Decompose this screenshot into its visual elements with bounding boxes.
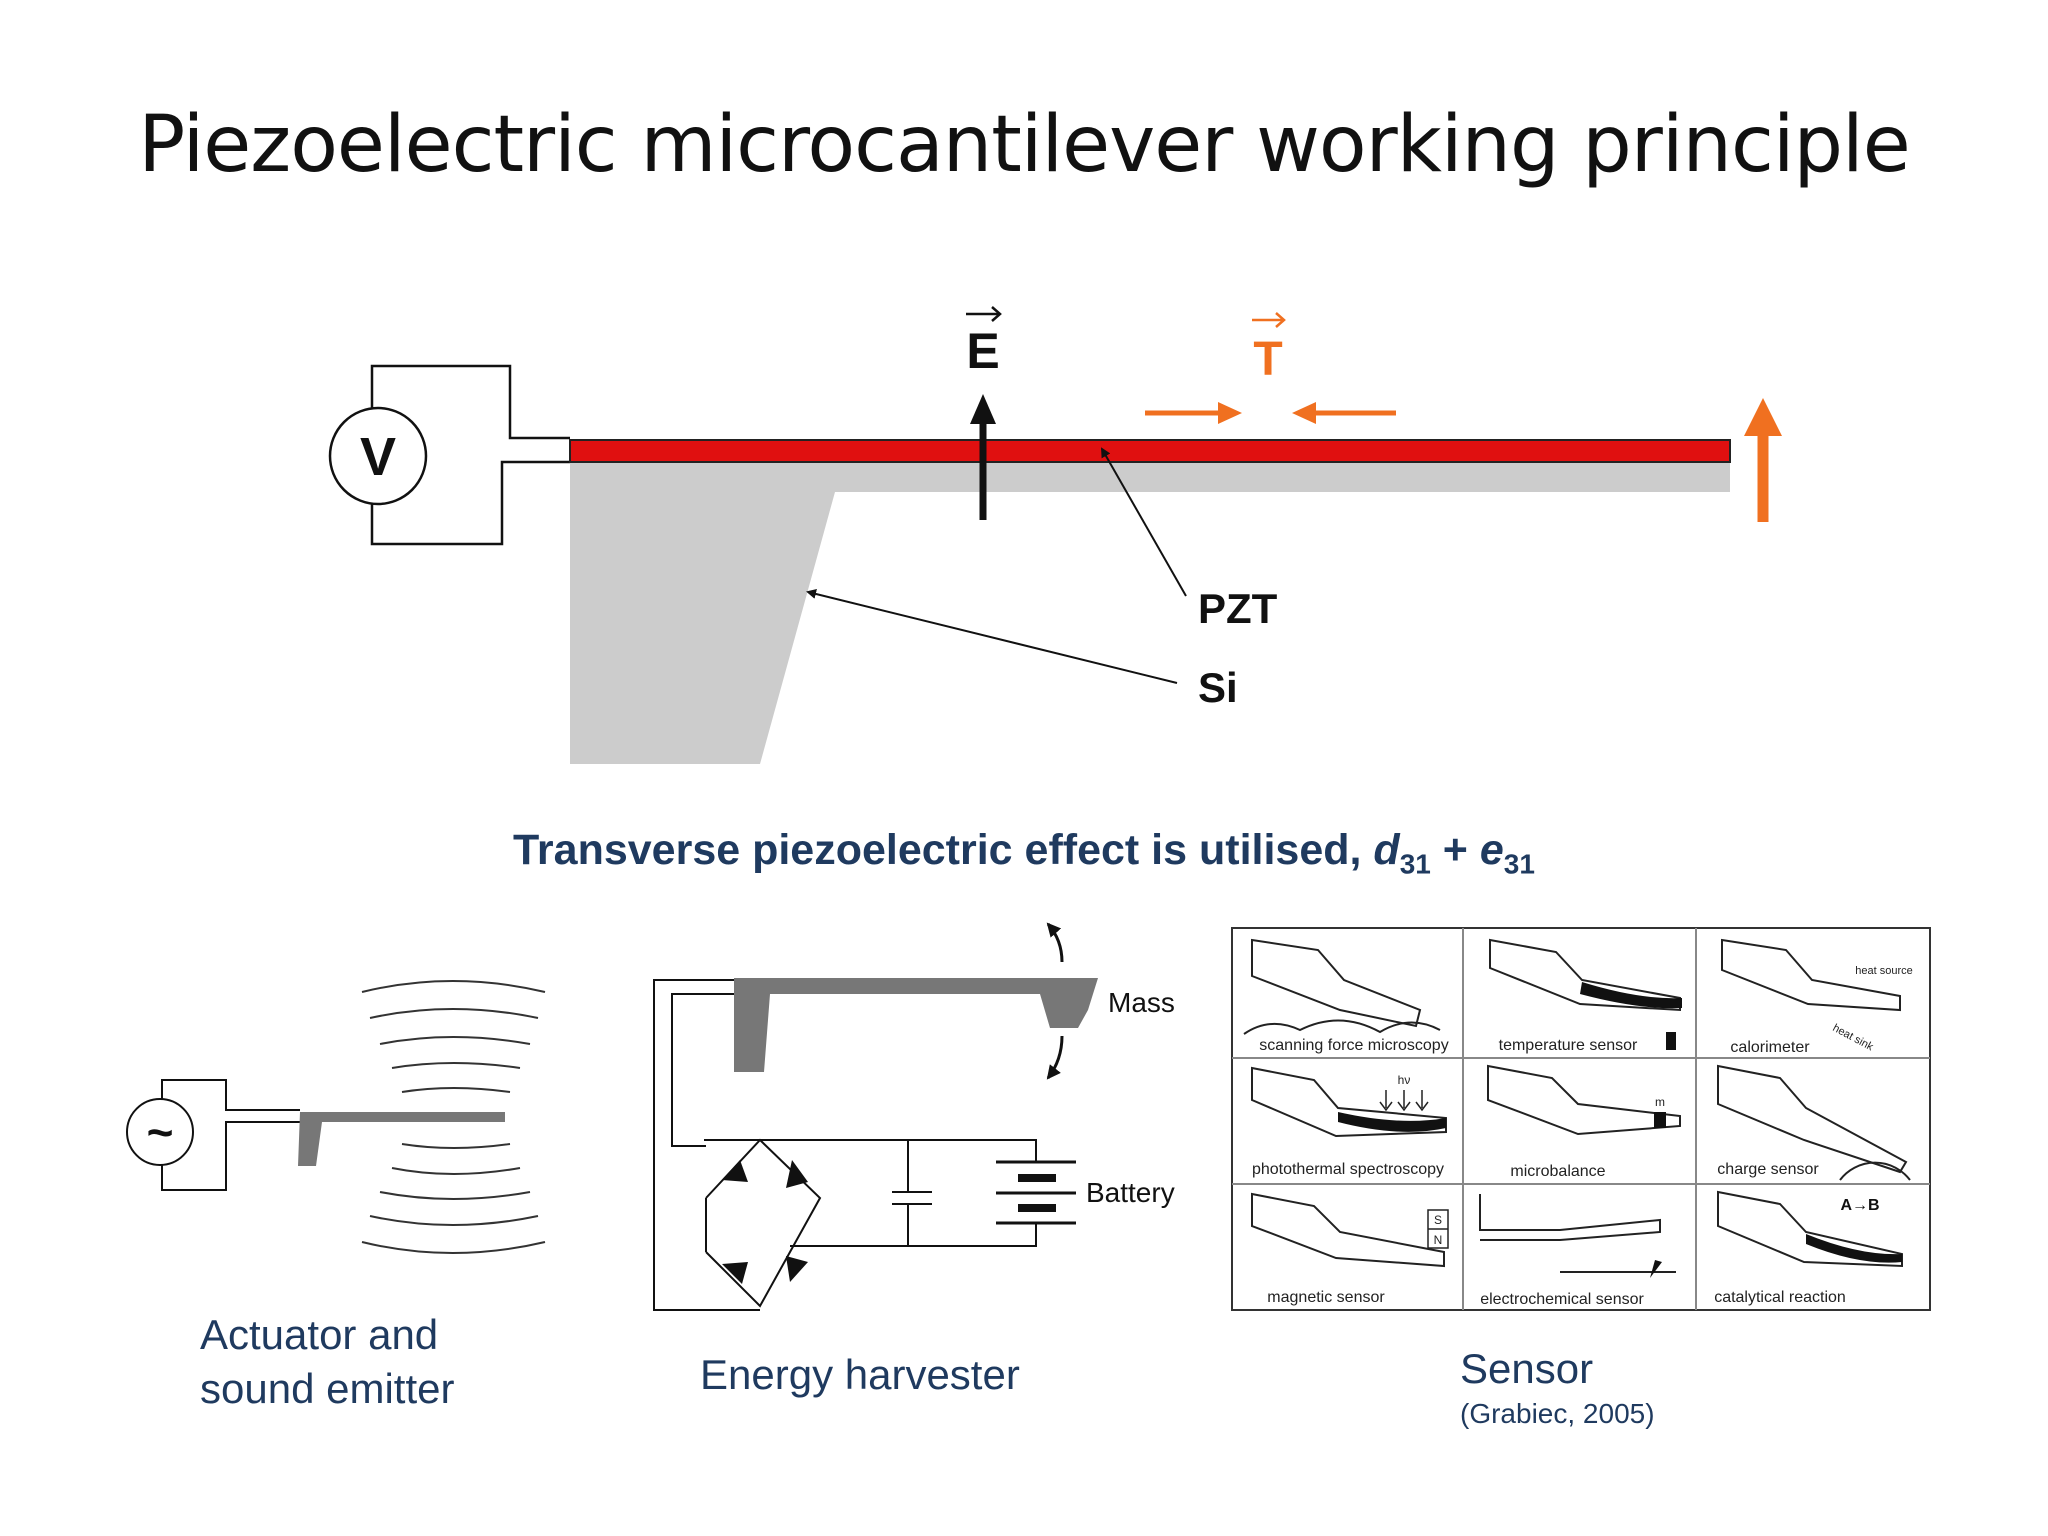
sensor-grid: scanning force microscopy temperature se… xyxy=(1231,927,1931,1311)
stress-label: T xyxy=(1253,333,1282,386)
sensor-citation: (Grabiec, 2005) xyxy=(1460,1398,1655,1429)
pzt-leader-line xyxy=(1101,447,1187,597)
reaction-label: A→B xyxy=(1840,1197,1879,1214)
sensor-cell-label: scanning force microscopy xyxy=(1259,1037,1448,1054)
subtitle-plus: + xyxy=(1430,826,1480,874)
vector-overarrow-icon xyxy=(966,306,1002,322)
energy-harvester-diagram: Mass Battery xyxy=(653,922,1175,1311)
sensor-cell-label: temperature sensor xyxy=(1499,1037,1638,1054)
voltage-source-symbol xyxy=(328,406,428,506)
harvester-caption: Energy harvester xyxy=(700,1351,1020,1398)
h-nu-label: hν xyxy=(1398,1073,1411,1087)
pzt-layer xyxy=(569,439,1731,463)
sensor-cell-label: microbalance xyxy=(1510,1163,1605,1180)
si-label: Si xyxy=(1198,664,1238,711)
electric-field-label: E xyxy=(966,323,999,379)
sensor-cell-label: calorimeter xyxy=(1730,1039,1810,1056)
heat-source-label: heat source xyxy=(1855,965,1912,977)
page-title: Piezoelectric microcantilever working pr… xyxy=(138,100,1910,190)
vector-overarrow-icon xyxy=(1252,312,1286,328)
motion-arrow-down-icon xyxy=(1046,1035,1064,1080)
e-coefficient-symbol: e xyxy=(1479,826,1504,874)
battery-label: Battery xyxy=(1086,1177,1175,1208)
mass-m-label: m xyxy=(1655,1095,1665,1109)
sensor-cell-label: catalytical reaction xyxy=(1714,1289,1846,1306)
stress-arrows xyxy=(1145,402,1396,424)
sensor-cell-label: photothermal spectroscopy xyxy=(1252,1161,1444,1178)
harvester-cantilever xyxy=(734,978,1098,1072)
d-coefficient-subscript: 31 xyxy=(1399,848,1431,880)
bridge-rectifier xyxy=(722,1160,808,1284)
voltage-source-circuit xyxy=(370,364,570,546)
sensor-cell-label: charge sensor xyxy=(1717,1161,1819,1178)
main-cantilever-diagram: V E T xyxy=(328,306,1782,764)
actuator-cantilever xyxy=(298,1112,505,1166)
actuator-caption-line1: Actuator and xyxy=(200,1311,439,1358)
sensor-cell-label: electrochemical sensor xyxy=(1480,1291,1644,1308)
d-coefficient-symbol: d xyxy=(1373,826,1400,874)
voltage-label: V xyxy=(360,427,396,487)
pzt-label: PZT xyxy=(1198,585,1278,632)
si-leader-line xyxy=(806,589,1178,684)
silicon-substrate xyxy=(570,460,1730,764)
deflection-arrow xyxy=(1744,398,1782,522)
effect-subtitle: Transverse piezoelectric effect is utili… xyxy=(0,826,2048,881)
e-coefficient-subscript: 31 xyxy=(1503,848,1535,880)
magnet-south-label: S xyxy=(1434,1213,1442,1227)
ac-source-label: ~ xyxy=(147,1106,174,1158)
motion-arrow-up-icon xyxy=(1046,922,1064,963)
subtitle-text: Transverse piezoelectric effect is utili… xyxy=(513,826,1374,874)
actuator-caption-line2: sound emitter xyxy=(200,1365,455,1412)
electric-field-arrow xyxy=(970,394,996,520)
battery-symbol xyxy=(996,1160,1076,1225)
magnet-north-label: N xyxy=(1434,1233,1443,1247)
ac-source-symbol xyxy=(126,1098,194,1166)
mass-label: Mass xyxy=(1108,987,1175,1018)
actuator-diagram: ~ xyxy=(126,980,546,1254)
actuator-caption: Actuator and sound emitter xyxy=(200,1308,454,1416)
sensor-cell-label: magnetic sensor xyxy=(1267,1289,1385,1306)
sound-waves xyxy=(361,980,546,1254)
light-arrows-icon xyxy=(1379,1090,1429,1112)
sensor-caption: Sensor xyxy=(1460,1345,1594,1392)
